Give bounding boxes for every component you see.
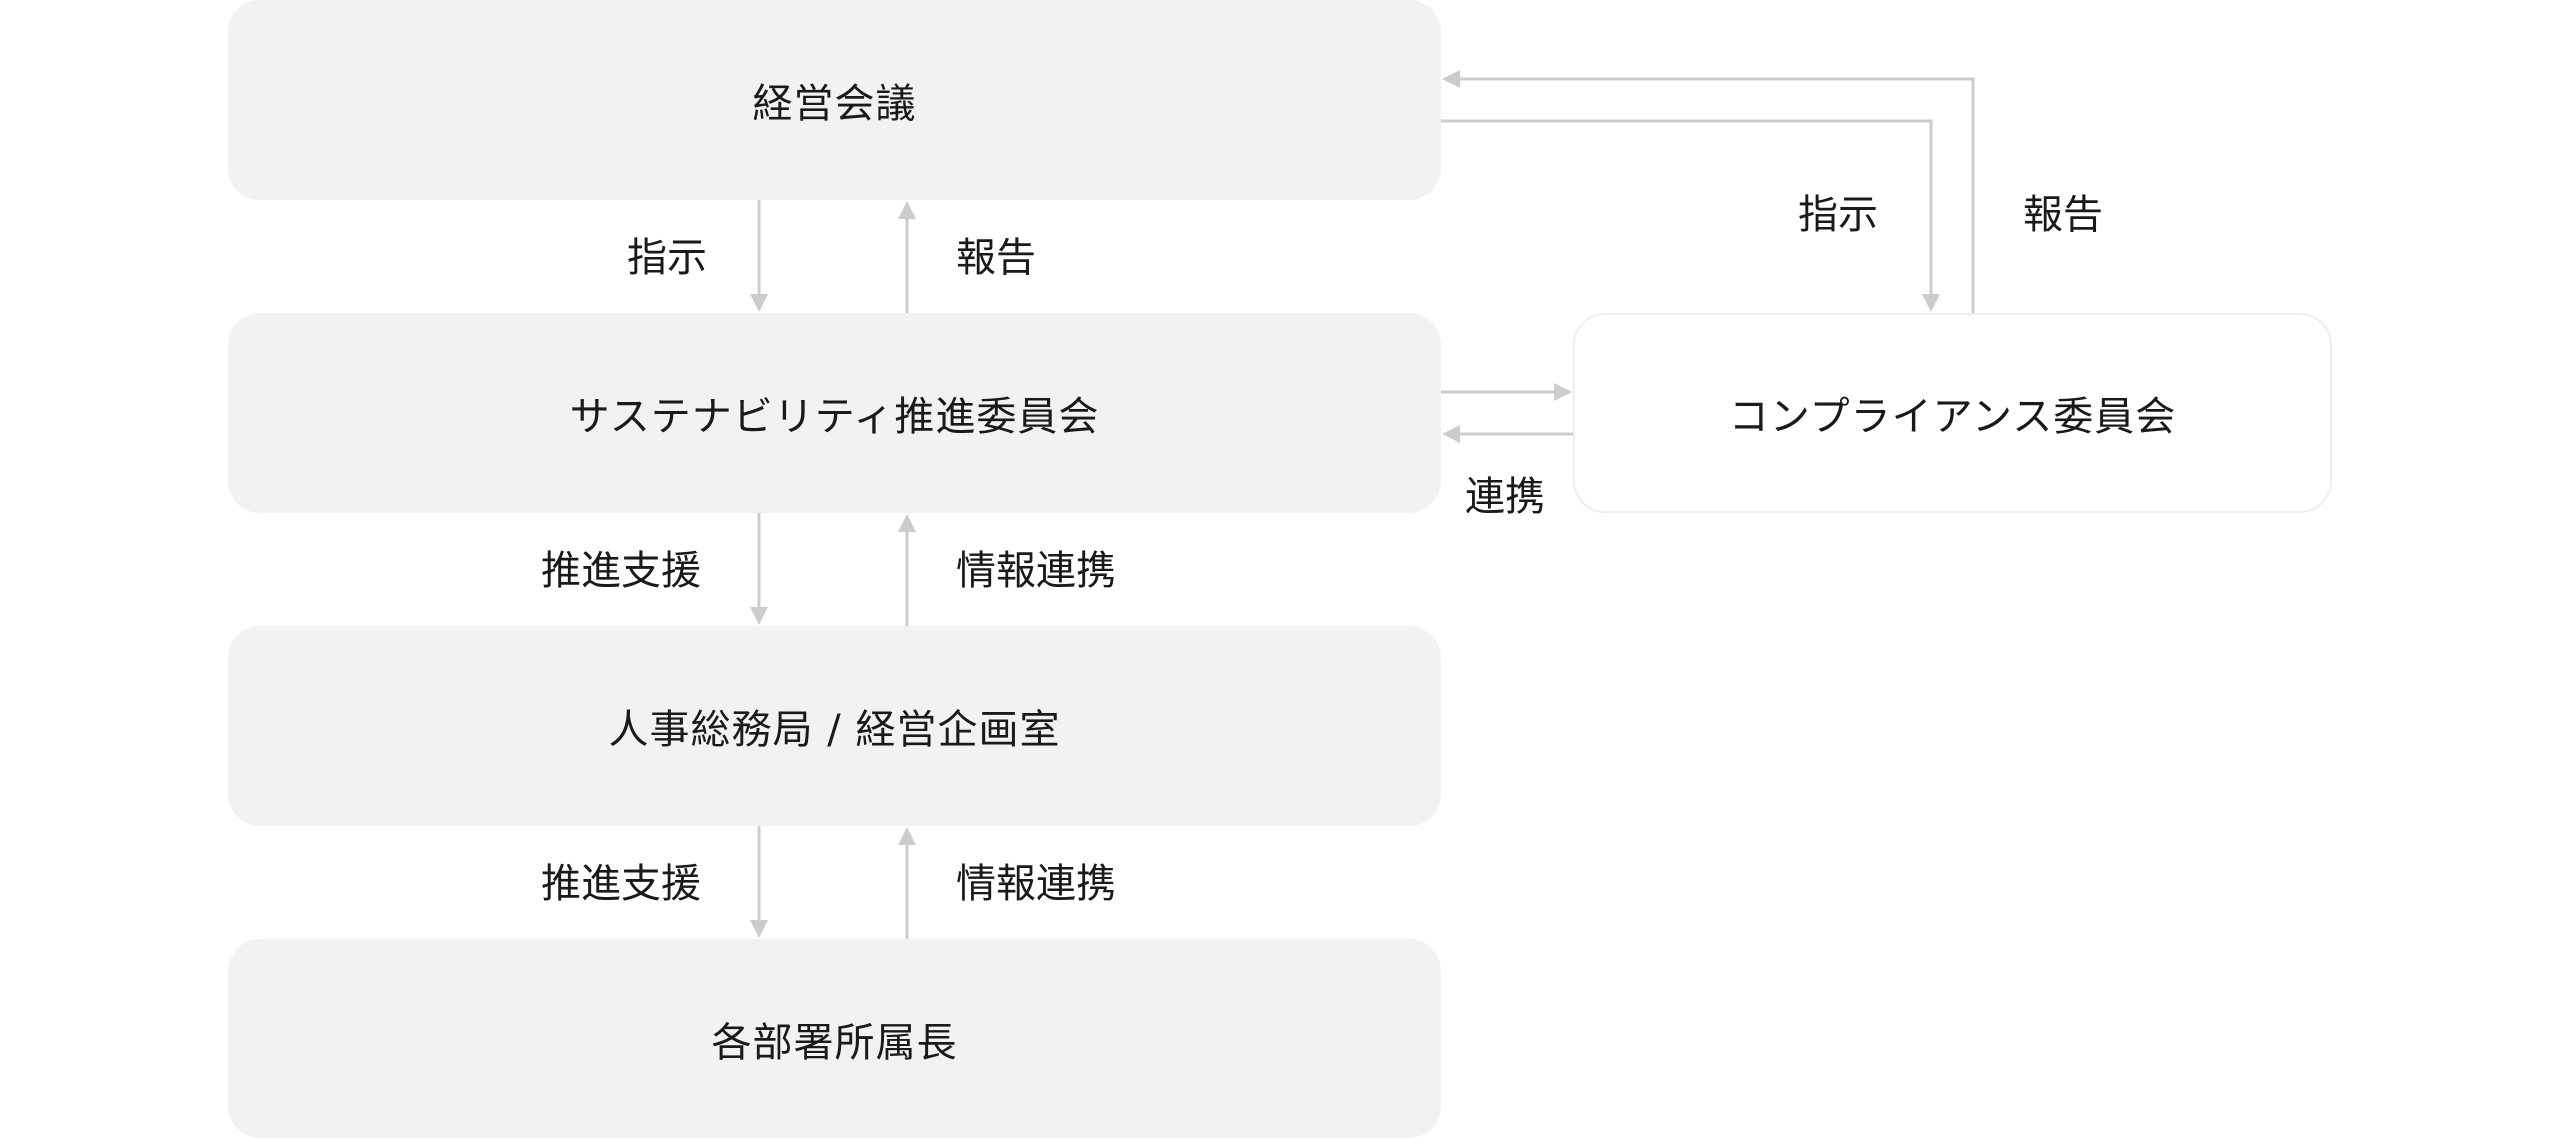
arrow-shiji-to-compliance xyxy=(1441,119,1940,312)
box-hr-planning-label: 人事総務局 / 経営企画室 xyxy=(608,707,1061,753)
label-report-left: 報告 xyxy=(956,235,1036,281)
label-cooperation: 連携 xyxy=(1465,474,1545,520)
label-info-link-2: 情報連携 xyxy=(956,861,1116,907)
box-management-meeting: 経営会議 xyxy=(228,0,1441,200)
label-instruction-right: 指示 xyxy=(1798,192,1878,238)
label-promotion-support-2: 推進支援 xyxy=(541,861,701,907)
box-sustainability-committee-label: サステナビリティ推進委員会 xyxy=(569,394,1100,440)
label-instruction-left: 指示 xyxy=(627,235,707,281)
label-info-link-1: 情報連携 xyxy=(956,548,1116,594)
box-hr-planning: 人事総務局 / 経営企画室 xyxy=(228,626,1441,826)
box-department-heads: 各部署所属長 xyxy=(228,939,1441,1138)
label-promotion-support-1: 推進支援 xyxy=(541,548,701,594)
box-department-heads-label: 各部署所属長 xyxy=(711,1019,958,1066)
box-compliance-committee-label: コンプライアンス委員会 xyxy=(1728,394,2177,440)
box-sustainability-committee: サステナビリティ推進委員会 xyxy=(228,313,1441,513)
label-report-right: 報告 xyxy=(2023,192,2103,238)
box-management-meeting-label: 経営会議 xyxy=(752,81,917,127)
arrow-houkoku-from-compliance xyxy=(1442,70,1975,313)
box-compliance-committee: コンプライアンス委員会 xyxy=(1573,313,2332,513)
